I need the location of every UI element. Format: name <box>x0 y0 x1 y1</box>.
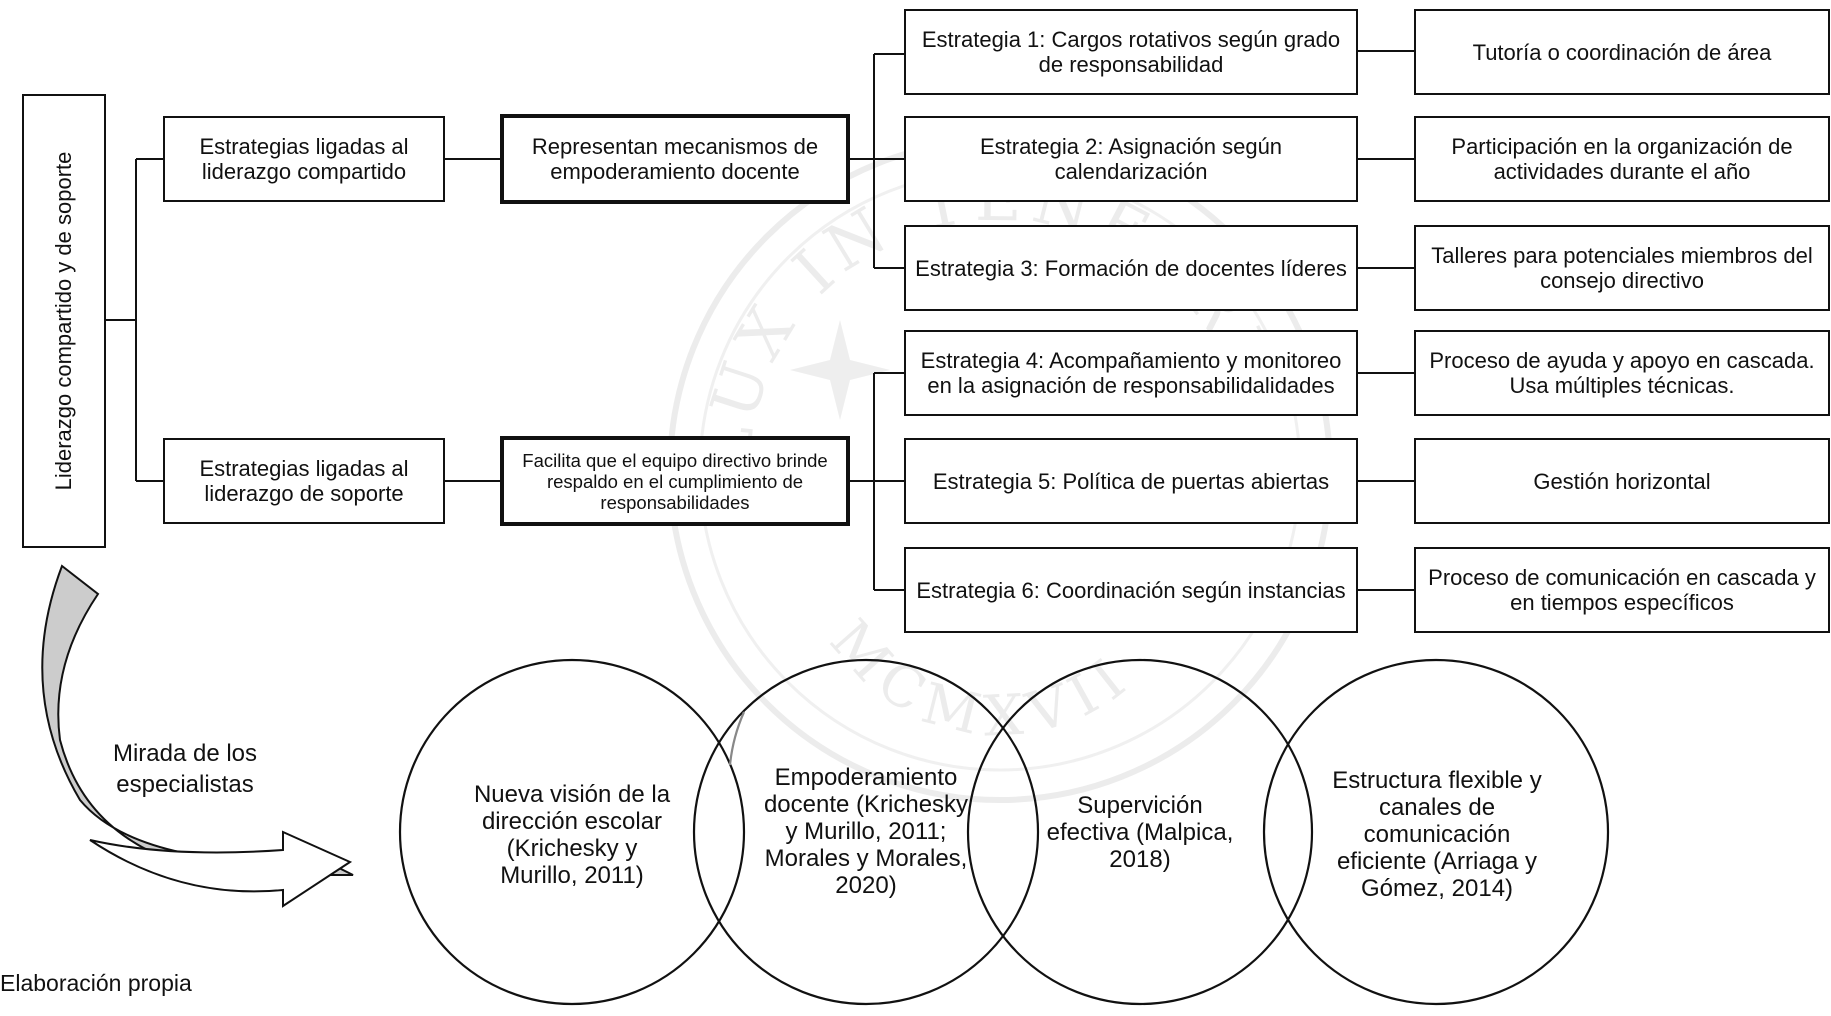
outcome-label: Tutoría o coordinación de área <box>1472 39 1772 65</box>
category-label: Estrategias ligadas al liderazgo de sopo… <box>199 456 409 506</box>
outcome-2: Participación en la organización de acti… <box>1414 116 1830 202</box>
strategy-label: Estrategia 3: Formación de docentes líde… <box>915 255 1347 281</box>
strategy-2: Estrategia 2: Asignación según calendari… <box>904 116 1358 202</box>
outcome-3: Talleres para potenciales miembros del c… <box>1414 225 1830 311</box>
outcome-label: Proceso de ayuda y apoyo en cascada. Usa… <box>1429 348 1815 398</box>
mechanism-support: Facilita que el equipo directivo brinde … <box>500 436 850 526</box>
circle-4-outline <box>1262 658 1610 1006</box>
mechanism-label: Facilita que el equipo directivo brinde … <box>522 449 828 513</box>
main-concept-box: Liderazgo compartido y de soporte <box>22 94 106 548</box>
category-shared-leadership: Estrategias ligadas al liderazgo compart… <box>163 116 445 202</box>
circle-2-text: Empoderamiento docente (Krichesky y Muri… <box>763 763 969 899</box>
strategy-3: Estrategia 3: Formación de docentes líde… <box>904 225 1358 311</box>
category-label: Estrategias ligadas al liderazgo compart… <box>199 134 409 184</box>
category-support-leadership: Estrategias ligadas al liderazgo de sopo… <box>163 438 445 524</box>
main-concept-label: Liderazgo compartido y de soporte <box>51 151 76 491</box>
circle-2-outline <box>692 658 1040 1006</box>
strategy-label: Estrategia 5: Política de puertas abiert… <box>932 468 1330 494</box>
strategy-label: Estrategia 6: Coordinación según instanc… <box>916 577 1346 603</box>
strategy-label: Estrategia 1: Cargos rotativos según gra… <box>921 27 1341 77</box>
curved-arrow <box>41 564 354 908</box>
circle-3-outline <box>966 658 1314 1006</box>
outcome-label: Gestión horizontal <box>1533 468 1711 494</box>
source-note: Elaboración propia <box>0 970 192 996</box>
mechanism-empowerment: Representan mecanismos de empoderamiento… <box>500 114 850 204</box>
strategy-4: Estrategia 4: Acompañamiento y monitoreo… <box>904 330 1358 416</box>
circle-4-text: Estructura flexible y canales de comunic… <box>1332 766 1542 902</box>
outcome-1: Tutoría o coordinación de área <box>1414 9 1830 95</box>
strategy-1: Estrategia 1: Cargos rotativos según gra… <box>904 9 1358 95</box>
strategy-label: Estrategia 2: Asignación según calendari… <box>979 134 1283 184</box>
outcome-5: Gestión horizontal <box>1414 438 1830 524</box>
circle-1-outline <box>398 658 746 1006</box>
outcome-label: Talleres para potenciales miembros del c… <box>1431 243 1813 293</box>
mechanism-label: Representan mecanismos de empoderamiento… <box>531 134 819 184</box>
strategy-5: Estrategia 5: Política de puertas abiert… <box>904 438 1358 524</box>
strategy-6: Estrategia 6: Coordinación según instanc… <box>904 547 1358 633</box>
outcome-label: Participación en la organización de acti… <box>1451 134 1793 184</box>
arrow-label: Mirada de los especialistas <box>112 740 258 798</box>
circle-3-text: Supervición efectiva (Malpica, 2018) <box>1046 792 1234 873</box>
strategy-label: Estrategia 4: Acompañamiento y monitoreo… <box>920 348 1342 398</box>
outcome-6: Proceso de comunicación en cascada y en … <box>1414 547 1830 633</box>
outcome-4: Proceso de ayuda y apoyo en cascada. Usa… <box>1414 330 1830 416</box>
outcome-label: Proceso de comunicación en cascada y en … <box>1428 565 1816 615</box>
circle-1-text: Nueva visión de la dirección escolar (Kr… <box>473 781 671 889</box>
